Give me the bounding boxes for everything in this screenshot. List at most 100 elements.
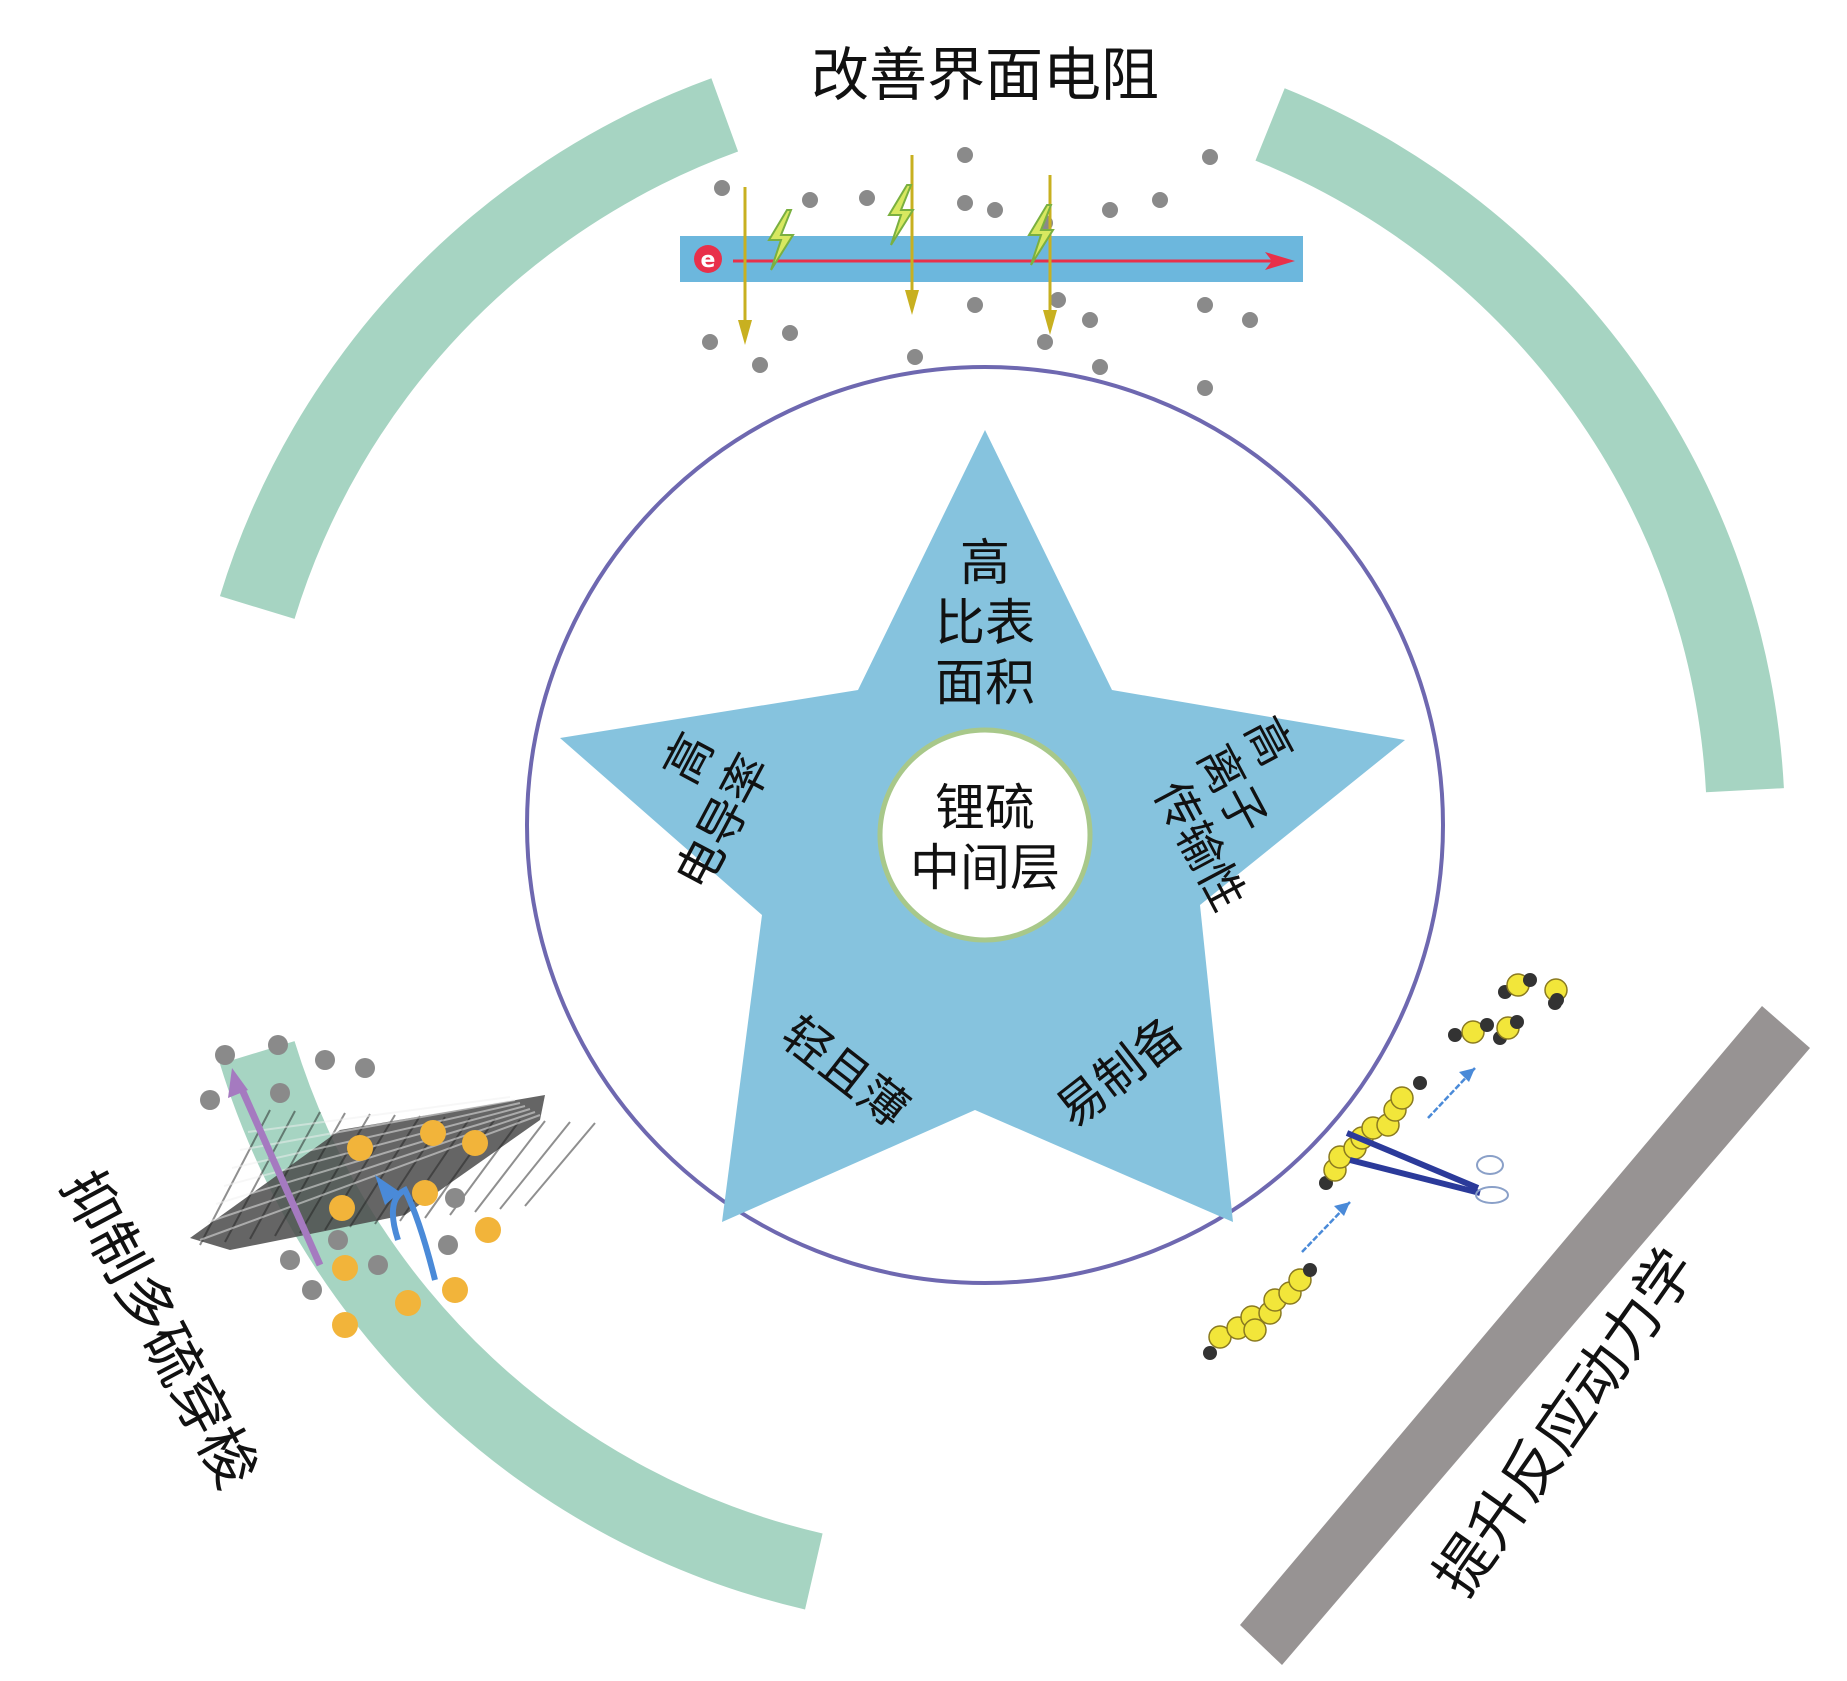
- kinetic-arrow-head: [1459, 1068, 1475, 1082]
- gray-particle: [1242, 312, 1258, 328]
- mesh-line: [474, 1120, 546, 1213]
- kinetic-arrows: [1301, 1067, 1476, 1253]
- gray-polysulfide: [438, 1235, 458, 1255]
- outer-circle: [525, 365, 1445, 1285]
- teal-arc: [219, 78, 739, 619]
- polysulfide-dots: [200, 1035, 501, 1338]
- particle-dots: [702, 147, 1258, 396]
- scissors-icon: [1345, 1130, 1509, 1204]
- mesh-line: [207, 1111, 536, 1223]
- gray-polysulfide: [215, 1045, 235, 1065]
- gray-particle: [802, 192, 818, 208]
- gray-polysulfide: [328, 1230, 348, 1250]
- orange-polysulfide: [347, 1135, 373, 1161]
- gray-particle: [1202, 149, 1218, 165]
- gray-particle: [1152, 192, 1168, 208]
- gray-polysulfide: [302, 1280, 322, 1300]
- orange-polysulfide: [475, 1217, 501, 1243]
- sulfur-chain: [1448, 1018, 1494, 1044]
- sulfur-chain: [1319, 1076, 1427, 1190]
- gray-particle: [1050, 292, 1066, 308]
- gray-particle: [714, 180, 730, 196]
- lithium-atom: [1550, 993, 1564, 1007]
- conductive-bar: [680, 236, 1303, 282]
- gold-arrows: [738, 155, 1057, 345]
- orange-polysulfide: [329, 1195, 355, 1221]
- gray-particle: [752, 357, 768, 373]
- purple-arrow-head: [228, 1068, 248, 1098]
- purple-arrow: [236, 1083, 324, 1267]
- orange-polysulfide: [462, 1130, 488, 1156]
- gray-particle: [957, 147, 973, 163]
- blue-arrow-head: [375, 1175, 400, 1205]
- lithium-atom: [1523, 973, 1537, 987]
- gray-particle: [957, 195, 973, 211]
- gray-polysulfide: [315, 1050, 335, 1070]
- lithium-atom: [1303, 1263, 1317, 1277]
- mesh-line: [299, 1113, 371, 1234]
- gray-particle: [1092, 359, 1108, 375]
- separator-bar: [1240, 1006, 1810, 1665]
- lightning-bolt-icon: [767, 209, 795, 271]
- gray-particle: [1082, 312, 1098, 328]
- gray-particle: [1197, 380, 1213, 396]
- lightning-bolt-icons: [767, 184, 1055, 271]
- mesh-line: [239, 1099, 516, 1151]
- svg-text:高: 高: [960, 534, 1010, 592]
- gray-polysulfide: [355, 1058, 375, 1078]
- svg-text:面积: 面积: [935, 654, 1035, 712]
- svg-text:比表: 比表: [935, 594, 1035, 652]
- shuttle-suppression-illustration: [190, 1035, 596, 1338]
- center-label-line2: 中间层: [910, 839, 1060, 897]
- orange-polysulfide: [332, 1312, 358, 1338]
- lightning-bolt-icon: [887, 184, 915, 246]
- gray-polysulfide: [445, 1188, 465, 1208]
- mesh-line: [499, 1121, 571, 1210]
- mesh-line: [215, 1108, 531, 1205]
- gold-arrow-head: [738, 320, 752, 345]
- orange-polysulfide: [332, 1255, 358, 1281]
- gold-arrow-head: [905, 290, 919, 315]
- kinetic-arrow-head: [1334, 1202, 1350, 1216]
- gray-particle: [859, 190, 875, 206]
- teal-arc: [1255, 88, 1784, 793]
- gray-particle: [1037, 334, 1053, 350]
- orange-polysulfide: [395, 1290, 421, 1316]
- mesh-line: [223, 1105, 526, 1187]
- blue-return-arrow: [389, 1185, 438, 1281]
- reaction-kinetics-illustration: [1203, 973, 1810, 1665]
- lithium-atom: [1413, 1076, 1427, 1090]
- center-label-line1: 锂硫: [935, 779, 1035, 837]
- mesh-line: [524, 1122, 596, 1207]
- gray-particle: [1197, 297, 1213, 313]
- electron-arrow-head: [1265, 252, 1295, 270]
- sulfur-chains: [1203, 973, 1568, 1360]
- sulfur-chain: [1498, 973, 1537, 999]
- gray-particle: [987, 202, 1003, 218]
- sulfur-chain: [1544, 978, 1568, 1010]
- orange-polysulfide: [412, 1180, 438, 1206]
- electron-label: e: [701, 248, 716, 273]
- center-circle: [877, 727, 1093, 943]
- gray-polysulfide: [280, 1250, 300, 1270]
- gray-particle: [1102, 202, 1118, 218]
- sulfur-chain: [1203, 1263, 1317, 1360]
- lithium-atom: [1510, 1015, 1524, 1029]
- gray-polysulfide: [270, 1083, 290, 1103]
- sulfur-chain: [1493, 1015, 1524, 1045]
- lithium-atom: [1480, 1018, 1494, 1032]
- gray-particle: [702, 334, 718, 350]
- gray-polysulfide: [200, 1090, 220, 1110]
- lithium-atom: [1448, 1028, 1462, 1042]
- sulfur-atom: [1243, 1318, 1267, 1342]
- gray-polysulfide: [268, 1035, 288, 1055]
- gray-particle: [907, 349, 923, 365]
- sulfur-atom: [1390, 1086, 1414, 1110]
- title-top: 改善界面电阻: [811, 41, 1159, 109]
- lightning-bolt-icon: [1027, 204, 1055, 266]
- gray-polysulfide: [368, 1255, 388, 1275]
- gold-arrow-head: [1043, 310, 1057, 335]
- gray-particle: [782, 325, 798, 341]
- interface-resistance-illustration: e: [680, 147, 1303, 396]
